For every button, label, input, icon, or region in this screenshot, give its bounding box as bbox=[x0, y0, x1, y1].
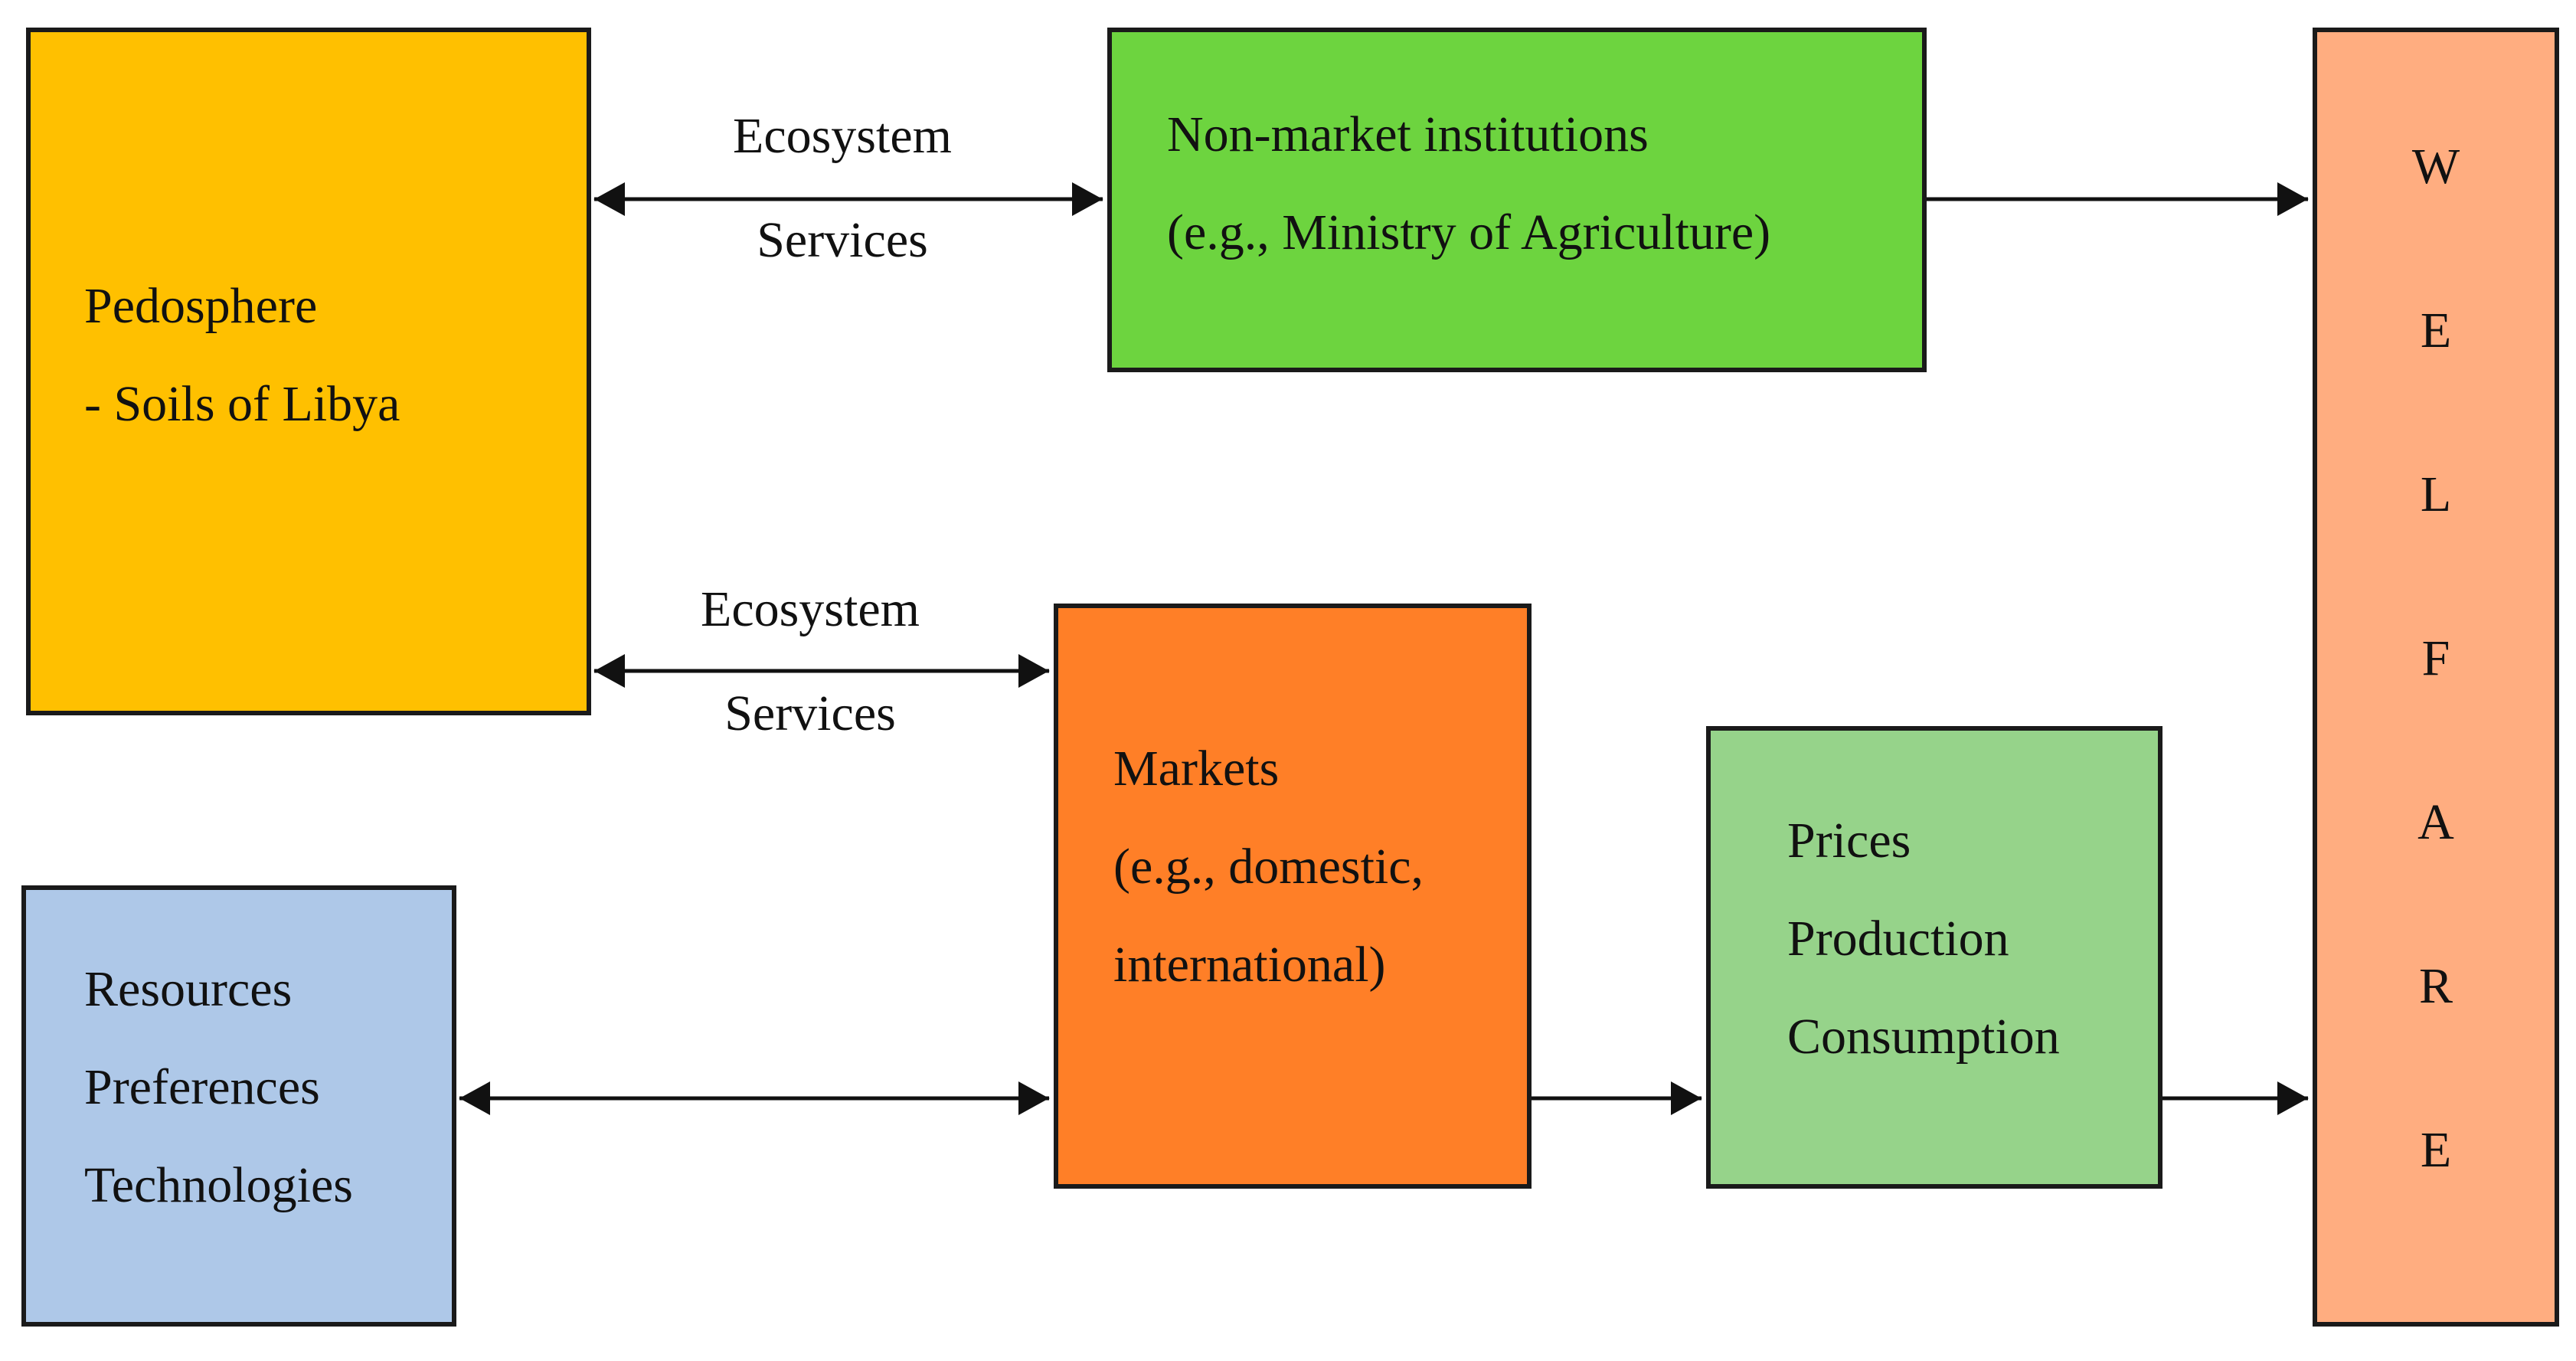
consumption-line: Consumption bbox=[1787, 1009, 2060, 1065]
prices-line: Prices bbox=[1787, 813, 1911, 869]
welfare-letter: L bbox=[2420, 466, 2452, 522]
welfare-letter: F bbox=[2421, 630, 2450, 686]
resources-text: Resources Preferences Technologies bbox=[84, 959, 353, 1253]
flow-label-top: Ecosystem Services bbox=[682, 107, 1003, 270]
pedosphere-text: Pedosphere - Soils of Libya bbox=[84, 276, 400, 472]
flow-label-middle-line2: Services bbox=[724, 685, 896, 741]
flow-label-top-line1: Ecosystem bbox=[733, 108, 952, 164]
production-line: Production bbox=[1787, 911, 2009, 967]
prices-production-consumption-box: Prices Production Consumption bbox=[1706, 726, 2162, 1189]
arrowhead bbox=[459, 1081, 490, 1115]
arrowhead bbox=[1018, 1081, 1049, 1115]
pedosphere-title: Pedosphere bbox=[84, 278, 318, 334]
arrowhead bbox=[2277, 1081, 2308, 1115]
welfare-box: W E L F A R E bbox=[2313, 28, 2559, 1327]
welfare-letter: R bbox=[2418, 958, 2453, 1014]
welfare-letter: W bbox=[2411, 139, 2460, 195]
markets-text: Markets (e.g., domestic, international) bbox=[1113, 738, 1424, 1032]
markets-example-line1: (e.g., domestic, bbox=[1113, 839, 1424, 895]
welfare-letter: E bbox=[2420, 303, 2452, 358]
arrowhead bbox=[594, 654, 625, 688]
arrowhead bbox=[594, 182, 625, 216]
flow-label-middle-line1: Ecosystem bbox=[701, 581, 920, 637]
resources-box: Resources Preferences Technologies bbox=[21, 885, 456, 1327]
prices-text: Prices Production Consumption bbox=[1787, 810, 2060, 1104]
markets-title: Markets bbox=[1113, 741, 1280, 797]
arrowhead bbox=[1072, 182, 1103, 216]
preferences-line: Preferences bbox=[84, 1059, 320, 1115]
arrowhead bbox=[2277, 182, 2308, 216]
pedosphere-subtitle: - Soils of Libya bbox=[84, 376, 400, 432]
welfare-letter: A bbox=[2417, 794, 2454, 850]
nonmarket-title: Non-market institutions bbox=[1167, 106, 1649, 162]
markets-box: Markets (e.g., domestic, international) bbox=[1054, 604, 1532, 1189]
arrowhead bbox=[1018, 654, 1049, 688]
nonmarket-text: Non-market institutions (e.g., Ministry … bbox=[1167, 104, 1770, 300]
nonmarket-example: (e.g., Ministry of Agriculture) bbox=[1167, 204, 1771, 260]
flow-label-top-line2: Services bbox=[757, 212, 928, 268]
nonmarket-institutions-box: Non-market institutions (e.g., Ministry … bbox=[1107, 28, 1927, 372]
flow-label-middle: Ecosystem Services bbox=[649, 581, 971, 743]
pedosphere-box: Pedosphere - Soils of Libya bbox=[26, 28, 591, 715]
welfare-letter: E bbox=[2420, 1122, 2452, 1178]
technologies-line: Technologies bbox=[84, 1157, 353, 1213]
resources-line: Resources bbox=[84, 961, 293, 1017]
markets-example-line2: international) bbox=[1113, 937, 1386, 993]
arrowhead bbox=[1671, 1081, 1702, 1115]
